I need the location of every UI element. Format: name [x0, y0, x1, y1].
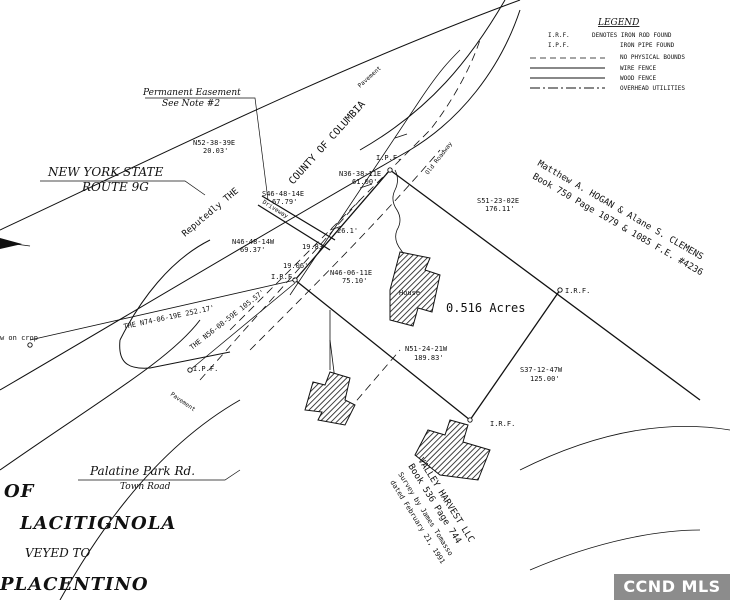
tree-line [392, 169, 414, 263]
bearing-b11: THE N56-08-59E 105.57' [188, 288, 266, 351]
valley-harvest-building [414, 419, 491, 481]
bearing-b1: N52-38-39E [193, 139, 235, 147]
road-type-label: Town Road [120, 482, 171, 492]
bearing-b3d: 69.37' [240, 246, 265, 254]
bearing-b6: 19.83' [302, 243, 327, 251]
title-line3: VEYED TO [25, 546, 91, 560]
bearing-b7: 19.06' [283, 262, 308, 270]
bearing-b5: S51-23-02E [477, 197, 519, 205]
marker-irf-right: I.R.F. [565, 287, 590, 295]
legend-abbr-ipf: I.P.F. [548, 42, 570, 49]
survey-markers [27, 167, 563, 423]
route-9g-road [0, 0, 521, 391]
bearing-b9d: 75.10' [342, 277, 367, 285]
palatine-park-road [0, 239, 241, 600]
bearing-b1d: 20.03' [203, 147, 228, 155]
bearing-b13: S37-12-47W [520, 366, 563, 374]
title-line4: PLACENTINO [0, 574, 149, 595]
mls-watermark: CCND MLS [614, 574, 730, 600]
bearing-b3: N46-48-14W [232, 238, 275, 246]
state-line2: ROUTE 9G [81, 180, 149, 194]
title-line1: OF [4, 481, 35, 502]
state-leader [40, 180, 206, 196]
marker-irf-bottom: I.R.F. [490, 420, 515, 428]
bearing-b12: N51-24-21W [405, 345, 448, 353]
easement-title: Permanent Easement [142, 88, 241, 98]
state-line1: NEW YORK STATE [47, 165, 164, 179]
arc-line-lower [529, 529, 701, 571]
bearing-b10: THE N74-06-19E 252.17' [123, 304, 215, 331]
bearing-b12d: 189.83' [414, 354, 444, 362]
old-roadway-label: Old Roadway [424, 140, 454, 176]
legend-text-wire: WIRE FENCE [620, 65, 657, 72]
pavement-top-label: Pavement [357, 65, 383, 90]
north-arrow-icon [0, 238, 22, 249]
legend: LEGEND I.R.F. DENOTES IRON ROD FOUND I.P… [530, 18, 685, 92]
buildings [304, 251, 491, 481]
marker-ipf-top: I.P.F. [376, 154, 401, 162]
easement-note: See Note #2 [162, 99, 220, 109]
outcrop-label: w on crop [0, 334, 38, 342]
legend-text-ipf: IRON PIPE FOUND [620, 42, 675, 49]
bearing-b13d: 125.00' [530, 375, 560, 383]
road-name-label: Palatine Park Rd. [89, 464, 195, 478]
neighbor-building [304, 371, 356, 426]
legend-abbr-irf: I.R.F. [548, 32, 570, 39]
title-line2: LACITIGNOLA [19, 513, 176, 534]
wire-fence [289, 49, 461, 421]
legend-text-wood: WOOD FENCE [620, 75, 657, 82]
property-boundary [257, 169, 701, 421]
bearing-b8: 26.1' [337, 227, 358, 235]
bearing-b5d: 176.11' [485, 205, 515, 213]
bearing-b4: N36-38-11E [339, 170, 381, 178]
house-building [389, 251, 441, 327]
easement-leader [145, 97, 269, 201]
adjoiner-east-line2: Book 750 Page 1079 & 1085 F.E. #4236 [531, 172, 705, 278]
adjoiner-east-line1: Matthew A. HOGAN & Alane S. CLEMENS [536, 159, 705, 262]
bearing-b4d: 61.00' [352, 178, 377, 186]
road-leader [78, 469, 241, 481]
legend-text-overhead: OVERHEAD UTILITIES [620, 85, 685, 92]
pavement-bottom-label: Pavement [169, 391, 197, 414]
house-label: House [399, 289, 420, 297]
legend-text-irf: DENOTES IRON ROD FOUND [592, 32, 672, 39]
legend-text-nobounds: NO PHYSICAL BOUNDS [620, 54, 685, 61]
arc-line [519, 426, 730, 471]
bearing-b2: S46-48-14E [262, 190, 304, 198]
marker-ipf-bottom: I.P.F. [193, 365, 218, 373]
acres-label: 0.516 Acres [446, 301, 525, 315]
legend-title: LEGEND [597, 18, 639, 28]
bearing-b9: N46-06-11E [330, 269, 372, 277]
marker-irf-left: I.R.F. [271, 273, 296, 281]
bearing-b2d: 67.79' [272, 198, 297, 206]
reputedly-label: Reputedly THE [181, 186, 241, 239]
